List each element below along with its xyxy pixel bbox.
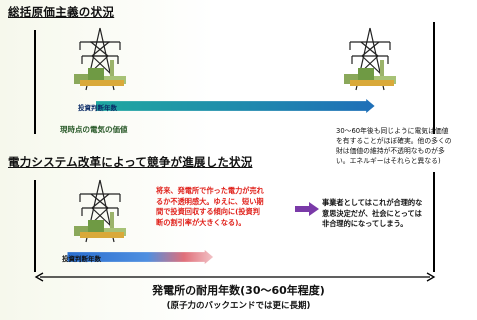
end-line-top xyxy=(433,22,435,134)
start-line-bottom xyxy=(34,180,36,272)
investment-period-label: 投資判断年数 xyxy=(78,104,117,112)
uncertainty-text: 将来、発電所で作った電力が売れ るか不透明感大。ゆえに、短い期 間で投資回収する… xyxy=(156,186,264,227)
section2-title: 電力システム改革によって競争が進展した状況 xyxy=(8,155,253,169)
power-plant-icon xyxy=(74,179,126,243)
short-period-label: 投資判断年数 xyxy=(62,255,101,263)
power-plant-icon xyxy=(74,27,126,91)
section1-title: 総括原価主義の状況 xyxy=(8,5,115,19)
backend-note-text: (原子力のバックエンドでは更に長期) xyxy=(166,301,311,311)
short-investment-period-arrow xyxy=(67,250,214,264)
plant-lifetime-text: 発電所の耐用年数(30〜60年程度) xyxy=(152,284,325,297)
start-line-top xyxy=(34,30,36,134)
current-value-text: 現時点の電気の価値 xyxy=(60,125,128,134)
future-value-text: 30〜60年後も同じように電気は価値 を有することがほぼ確実。他の多くの 財は価… xyxy=(336,127,452,165)
investment-period-arrow xyxy=(96,99,375,113)
purple-arrow-icon xyxy=(295,202,319,216)
power-plant-icon xyxy=(344,27,396,91)
business-rationale-text: 事業者としてはこれが合理的な 意思決定だが、社会にとっては 非合理的になってしま… xyxy=(322,198,423,228)
lifetime-double-arrow xyxy=(34,272,436,282)
end-line-bottom xyxy=(433,172,435,272)
